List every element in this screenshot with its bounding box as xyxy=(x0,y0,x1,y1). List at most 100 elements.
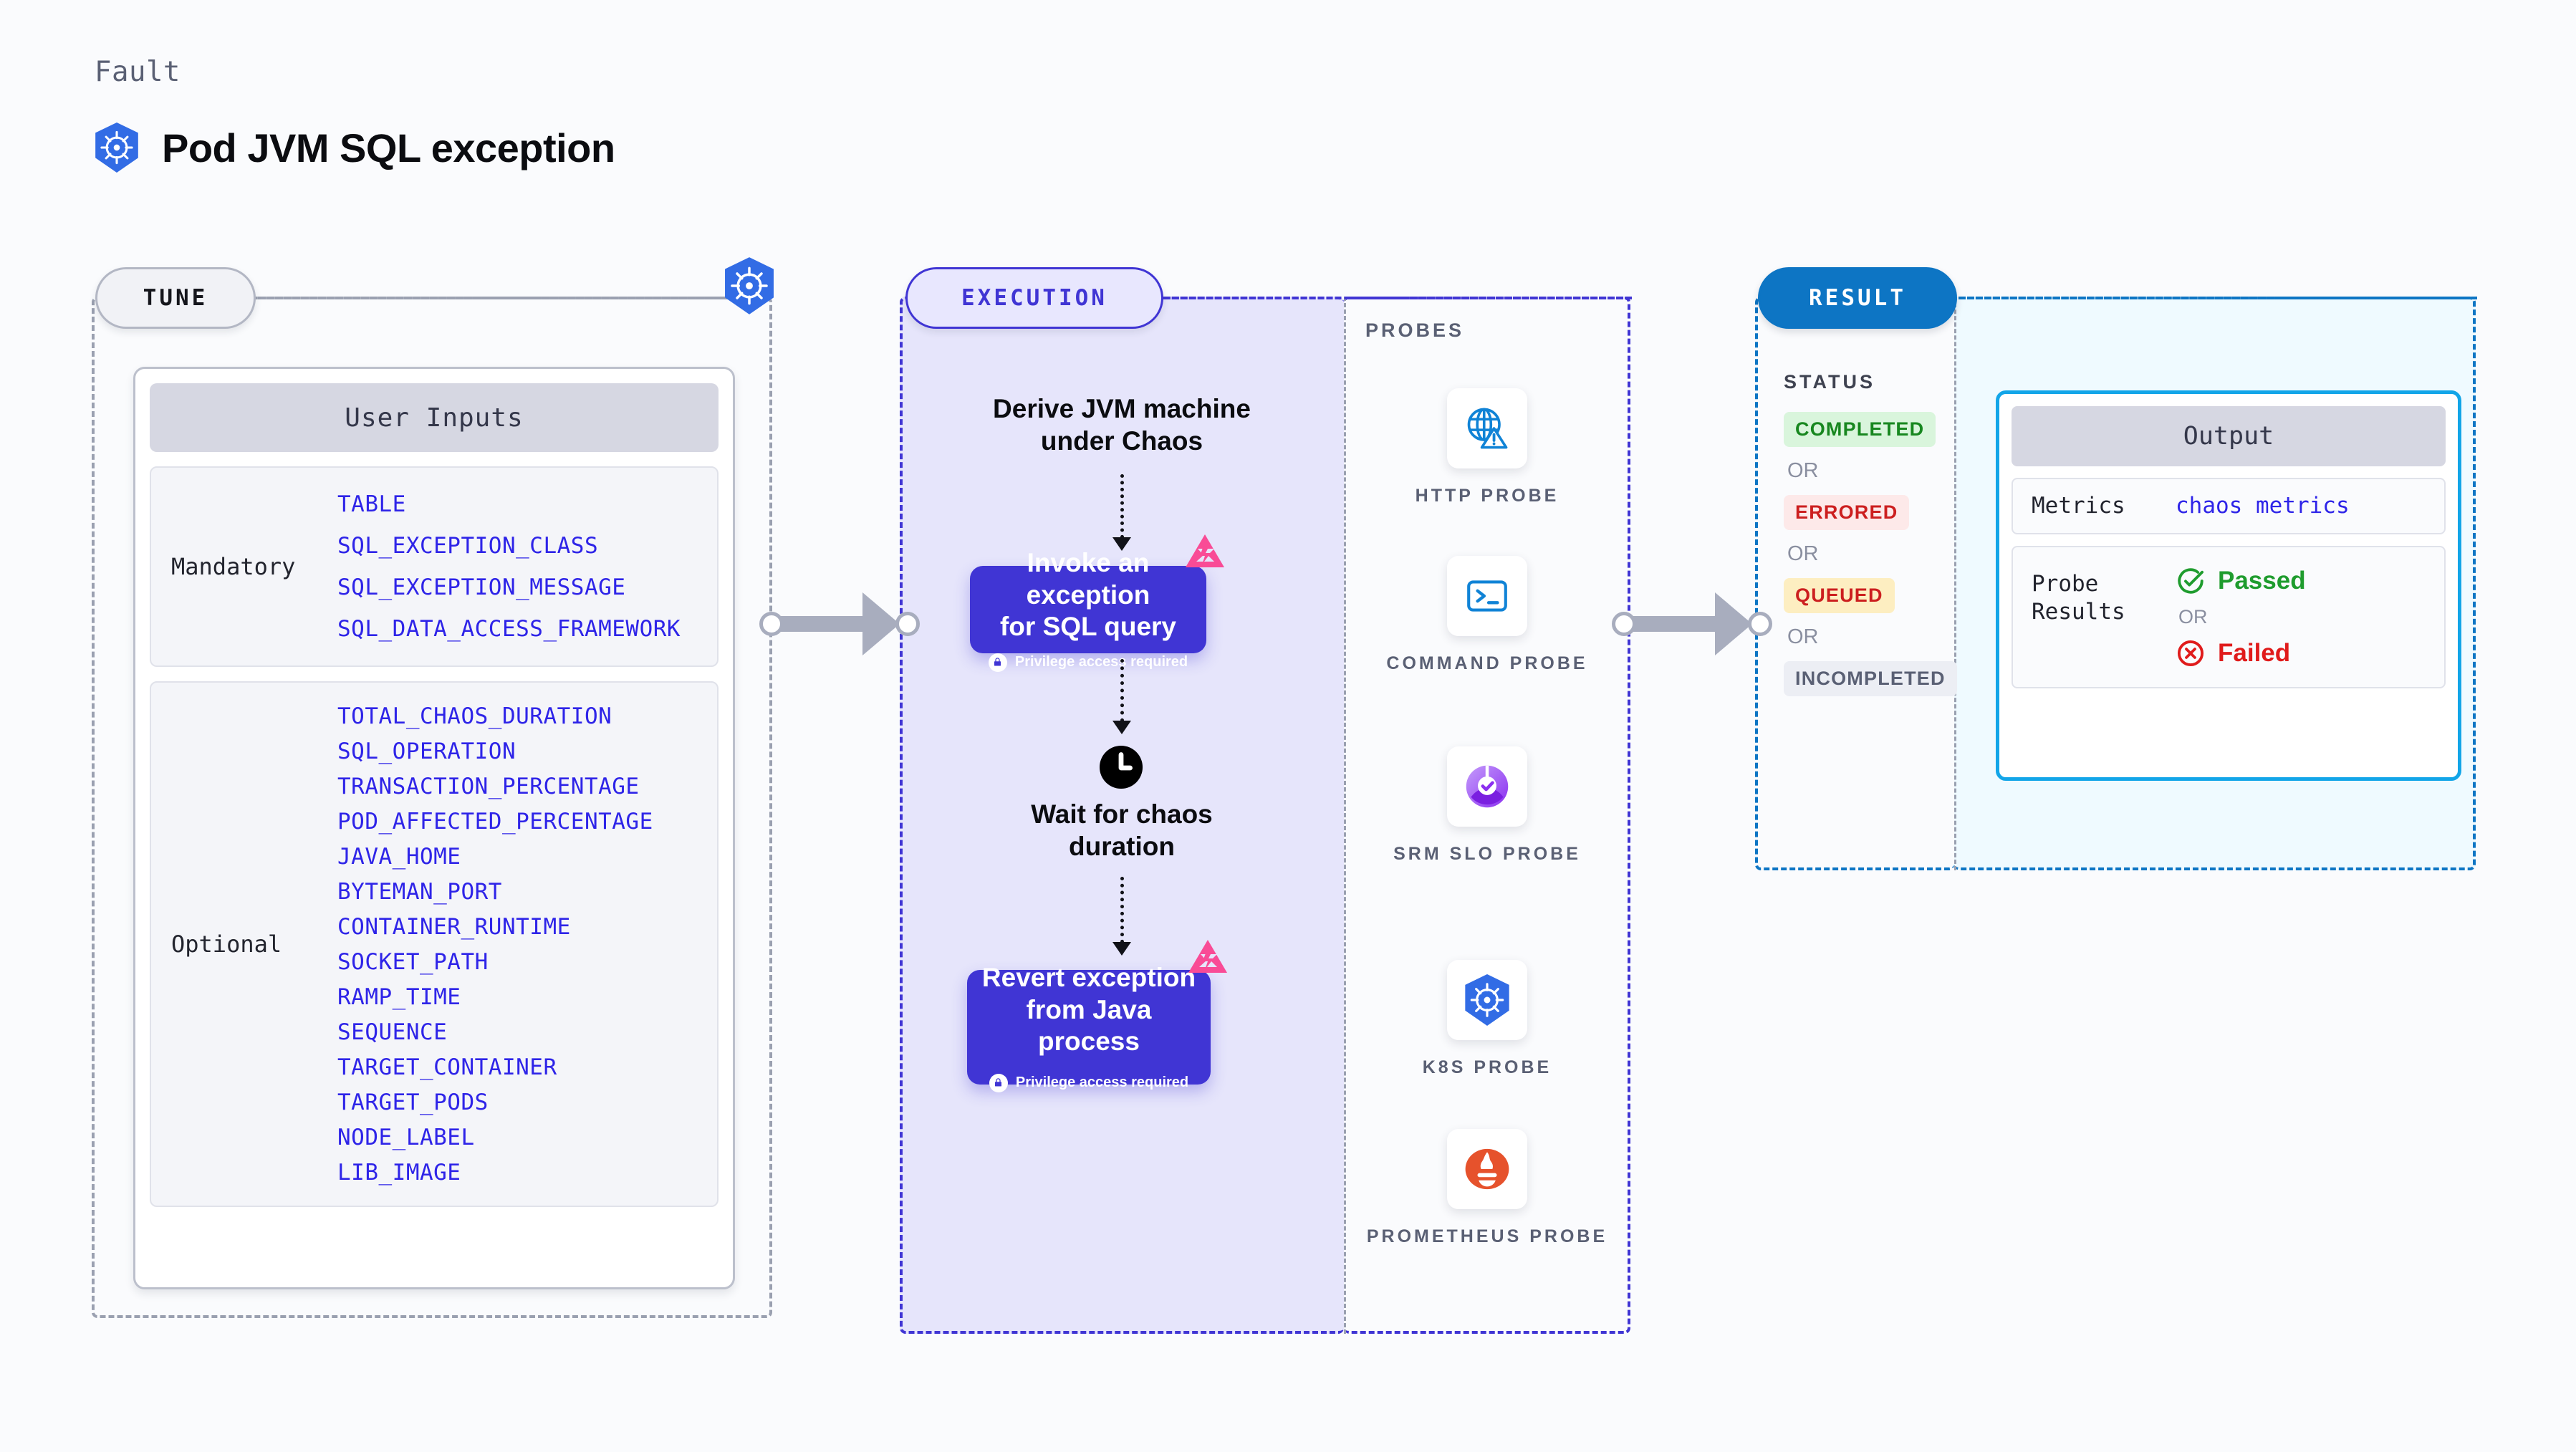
list-item[interactable]: RAMP_TIME xyxy=(337,984,461,1010)
flow-arrow xyxy=(1112,537,1131,551)
passed-label: Passed xyxy=(2218,566,2306,595)
probe-k8s[interactable]: K8S PROBE xyxy=(1344,960,1630,1080)
list-item[interactable]: LIB_IMAGE xyxy=(337,1159,461,1186)
execution-pill[interactable]: EXECUTION xyxy=(905,267,1163,329)
exec-card-invoke[interactable]: Invoke an exception for SQL query Privil… xyxy=(970,548,1206,672)
flow-connector xyxy=(1120,877,1124,943)
probe-result-passed: Passed xyxy=(2176,566,2306,596)
list-item[interactable]: TARGET_PODS xyxy=(337,1089,489,1115)
probe-results-values: Passed OR Failed xyxy=(2176,566,2306,668)
connector-shaft xyxy=(1633,616,1721,632)
probe-name: HTTP PROBE xyxy=(1415,486,1559,506)
probe-tile xyxy=(1447,746,1527,827)
privilege-note: Privilege access required xyxy=(989,1073,1189,1092)
check-circle-icon xyxy=(2178,568,2204,594)
privilege-note-label: Privilege access required xyxy=(1015,1074,1189,1091)
litmus-icon xyxy=(1186,534,1224,567)
list-item[interactable]: CONTAINER_RUNTIME xyxy=(337,913,571,940)
lock-icon xyxy=(989,1073,1008,1092)
list-item[interactable]: POD_AFFECTED_PERCENTAGE xyxy=(337,808,653,835)
connector-arrowhead xyxy=(862,592,900,655)
probe-srm-slo[interactable]: SRM SLO PROBE xyxy=(1344,746,1630,867)
list-item[interactable]: TARGET_CONTAINER xyxy=(337,1054,557,1080)
user-inputs-card: User Inputs Mandatory TABLE SQL_EXCEPTIO… xyxy=(133,367,735,1289)
status-list: COMPLETED OR ERRORED OR QUEUED OR INCOMP… xyxy=(1784,412,1957,696)
probe-http[interactable]: HTTP PROBE xyxy=(1344,388,1630,509)
output-card: Output Metrics chaos metrics Probe Resul… xyxy=(1996,390,2461,781)
exec-card-title: Invoke an exception for SQL query xyxy=(999,548,1177,642)
exec-card-revert[interactable]: Revert exception from Java process Privi… xyxy=(967,963,1211,1092)
metrics-row: Metrics chaos metrics xyxy=(2012,478,2446,534)
status-badge: INCOMPLETED xyxy=(1784,661,1957,696)
tune-top-dash xyxy=(258,297,727,299)
kubernetes-icon xyxy=(725,257,774,314)
probe-tile xyxy=(1447,960,1527,1040)
probe-command[interactable]: COMMAND PROBE xyxy=(1344,556,1630,676)
flow-arrow xyxy=(1112,721,1131,734)
globe-warning-icon xyxy=(1467,408,1508,449)
tune-pill[interactable]: TUNE xyxy=(95,267,256,329)
list-item[interactable]: SQL_OPERATION xyxy=(337,738,516,764)
flow-step-wait: Wait for chaos duration xyxy=(1031,799,1213,862)
flow-connector xyxy=(1120,474,1124,539)
terminal-icon xyxy=(1467,580,1507,612)
probe-name: PROMETHEUS PROBE xyxy=(1366,1226,1608,1246)
status-badge: QUEUED xyxy=(1784,578,1895,613)
lock-icon xyxy=(988,653,1007,672)
connector-knob xyxy=(895,612,920,636)
probe-tile xyxy=(1447,556,1527,636)
result-top-dash xyxy=(1959,297,2477,299)
flow-connector xyxy=(1120,659,1124,722)
connector-probes-to-result xyxy=(1612,592,1772,655)
connector-knob xyxy=(1612,612,1636,636)
srm-slo-icon xyxy=(1466,765,1509,808)
kubernetes-icon xyxy=(95,122,138,173)
connector-tune-to-execution xyxy=(759,592,920,655)
list-item[interactable]: TRANSACTION_PERCENTAGE xyxy=(337,773,640,799)
probe-tile xyxy=(1447,1129,1527,1209)
exec-card-title: Revert exception from Java process xyxy=(981,963,1196,1057)
list-item[interactable]: NODE_LABEL xyxy=(337,1124,475,1150)
output-title: Output xyxy=(2012,406,2446,466)
list-item[interactable]: JAVA_HOME xyxy=(337,843,461,870)
list-item[interactable]: TABLE xyxy=(337,491,406,517)
metrics-value[interactable]: chaos metrics xyxy=(2176,493,2350,519)
page-title-row: Pod JVM SQL exception xyxy=(93,122,615,173)
kubernetes-icon xyxy=(1465,974,1509,1026)
privilege-note-label: Privilege access required xyxy=(1014,654,1188,670)
list-item[interactable]: TOTAL_CHAOS_DURATION xyxy=(337,703,612,729)
probes-label: PROBES xyxy=(1365,319,1465,341)
probe-name: K8S PROBE xyxy=(1422,1057,1552,1077)
result-pill[interactable]: RESULT xyxy=(1758,267,1957,329)
page-title: Pod JVM SQL exception xyxy=(162,125,615,170)
probe-result-failed: Failed xyxy=(2176,638,2306,668)
optional-items: TOTAL_CHAOS_DURATION SQL_OPERATION TRANS… xyxy=(337,698,653,1190)
list-item[interactable]: BYTEMAN_PORT xyxy=(337,878,502,905)
or-separator: OR xyxy=(1787,459,1819,482)
connector-knob xyxy=(1748,612,1772,636)
list-item[interactable]: SEQUENCE xyxy=(337,1019,448,1045)
list-item[interactable]: SQL_EXCEPTION_CLASS xyxy=(337,533,599,559)
execution-flow: Derive JVM machine under Chaos Invoke an… xyxy=(900,297,1344,1334)
list-item[interactable]: SQL_EXCEPTION_MESSAGE xyxy=(337,574,626,600)
privilege-note: Privilege access required xyxy=(988,653,1188,672)
list-item[interactable]: SOCKET_PATH xyxy=(337,948,489,975)
probe-tile xyxy=(1447,388,1527,468)
fault-eyebrow: Fault xyxy=(95,56,181,88)
status-badge: ERRORED xyxy=(1784,495,1910,530)
probe-results-row: Probe Results Passed OR Failed xyxy=(2012,545,2446,688)
mandatory-items: TABLE SQL_EXCEPTION_CLASS SQL_EXCEPTION_… xyxy=(337,484,681,650)
probe-name: COMMAND PROBE xyxy=(1386,653,1588,673)
or-separator: OR xyxy=(2178,605,2208,628)
clock-icon xyxy=(1099,745,1143,789)
metrics-label: Metrics xyxy=(2032,493,2125,519)
probe-prometheus[interactable]: PROMETHEUS PROBE xyxy=(1344,1129,1630,1249)
connector-knob xyxy=(759,612,784,636)
probe-results-label: Probe Results xyxy=(2032,570,2125,625)
connector-arrowhead xyxy=(1715,592,1752,655)
probes-divider xyxy=(1344,297,1346,1334)
prometheus-icon xyxy=(1465,1148,1509,1190)
list-item[interactable]: SQL_DATA_ACCESS_FRAMEWORK xyxy=(337,616,681,642)
status-label: STATUS xyxy=(1784,371,1875,393)
